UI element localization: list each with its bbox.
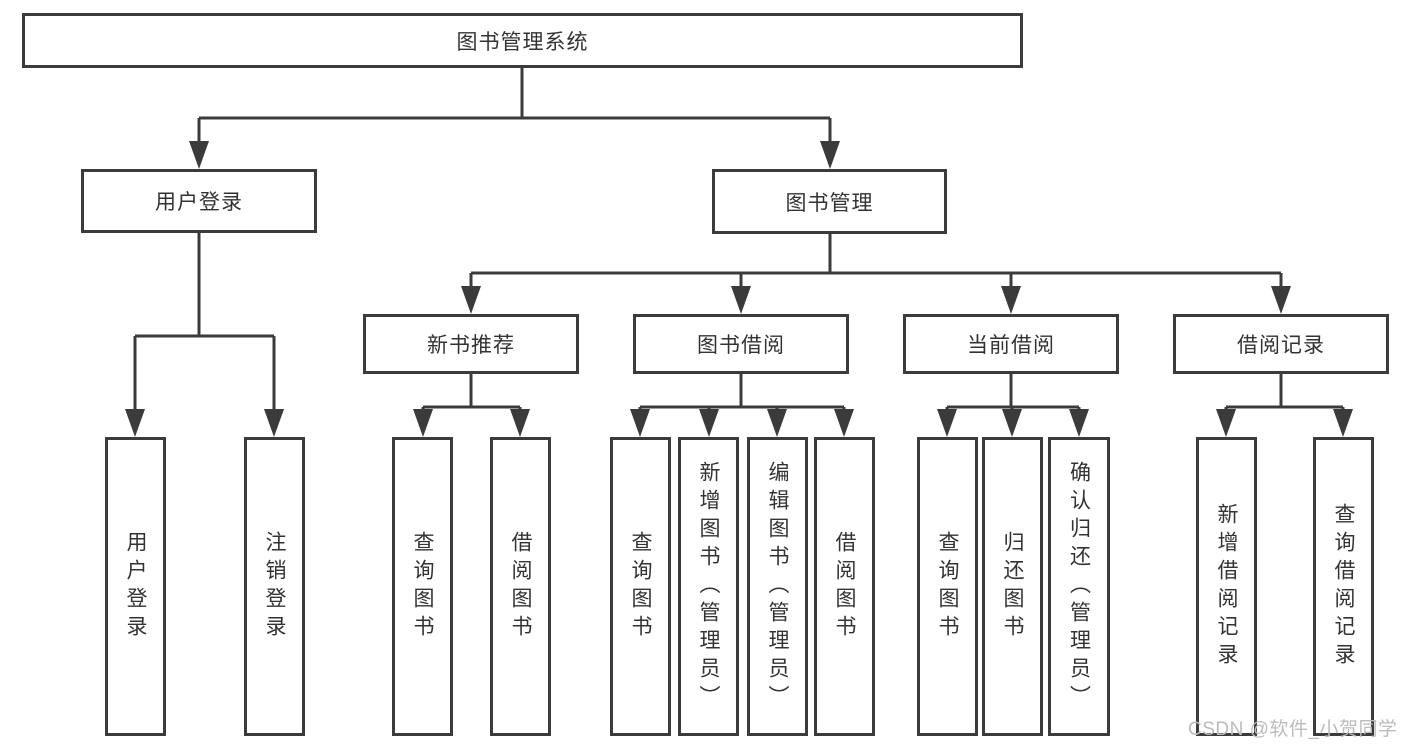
leaf-borrow-borrow-books: 借阅图书	[814, 437, 875, 736]
node-borrow-records: 借阅记录	[1173, 314, 1389, 374]
leaf-current-query-books: 查询图书	[917, 437, 978, 736]
node-user-login: 用户登录	[81, 169, 317, 233]
csdn-watermark: CSDN @软件_小贺同学	[1188, 719, 1398, 740]
node-current-borrow: 当前借阅	[903, 314, 1119, 374]
leaf-records-query-borrow-record: 查询借阅记录	[1313, 437, 1374, 736]
leaf-logout: 注销登录	[244, 437, 305, 736]
leaf-borrow-query-books: 查询图书	[610, 437, 671, 736]
leaf-recommend-query-books: 查询图书	[392, 437, 453, 736]
node-book-management: 图书管理	[712, 169, 947, 234]
arrowheads	[125, 141, 1353, 437]
leaf-user-login: 用户登录	[105, 437, 166, 736]
leaf-records-add-borrow-record: 新增借阅记录	[1196, 437, 1257, 736]
node-root-system: 图书管理系统	[22, 13, 1023, 68]
leaf-current-return-books: 归还图书	[982, 437, 1043, 736]
leaf-borrow-edit-books-admin: 编辑图书（管理员）	[747, 437, 808, 736]
leaf-borrow-add-books-admin: 新增图书（管理员）	[678, 437, 739, 736]
node-book-borrow: 图书借阅	[633, 314, 849, 374]
node-new-book-recommend: 新书推荐	[363, 314, 579, 374]
leaf-recommend-borrow-books: 借阅图书	[490, 437, 551, 736]
leaf-current-confirm-return-admin: 确认归还（管理员）	[1048, 437, 1110, 736]
